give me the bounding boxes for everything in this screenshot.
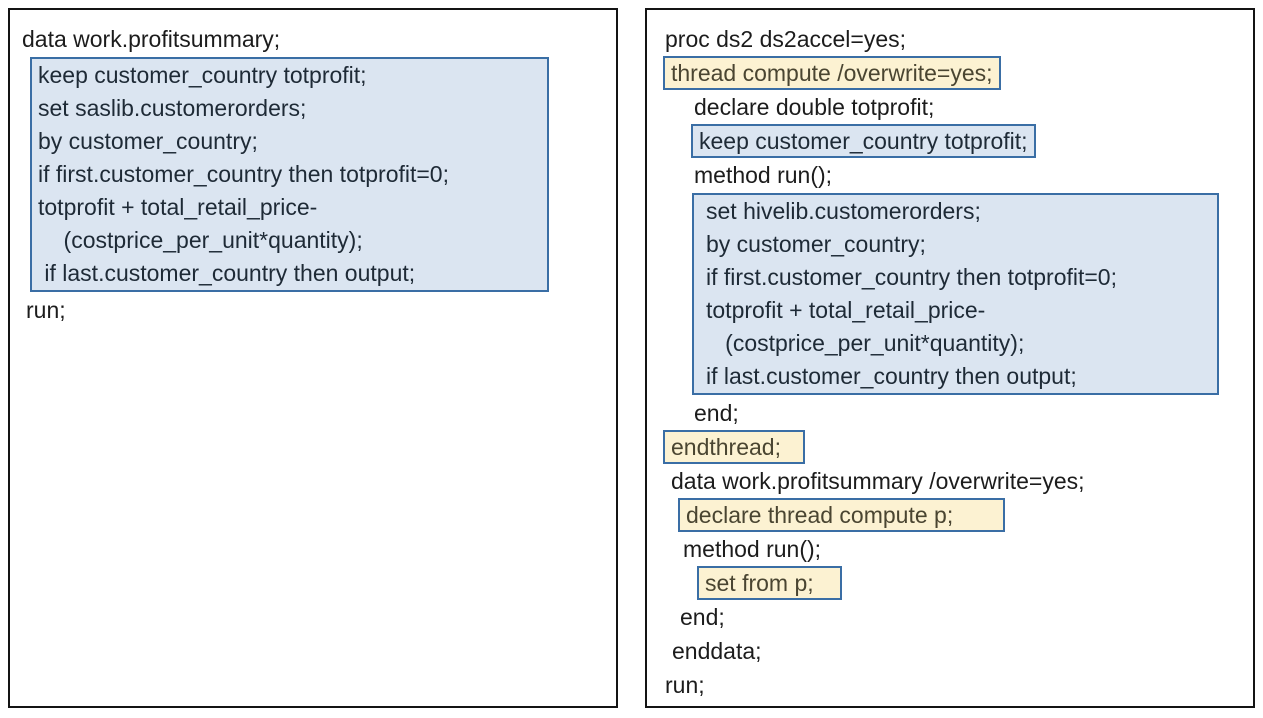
code-line-method-statement: method run(); [683,536,822,562]
code-line: if first.customer_country then totprofit… [38,161,449,187]
code-line-end-statement: end; [694,400,739,426]
code-line: if last.customer_country then output; [706,363,1077,389]
code-line: by customer_country; [38,128,258,154]
code-line-data-statement: data work.profitsummary; [22,26,281,52]
yellow-highlight-thread: thread compute /overwrite=yes; [663,56,1001,90]
code-line: declare thread compute p; [678,498,1253,532]
code-line: thread compute /overwrite=yes; [663,56,1253,90]
proc-ds2-panel: proc ds2 ds2accel=yes; thread compute /o… [645,8,1255,708]
code-line: totprofit + total_retail_price- [706,297,986,323]
code-line-run-statement: run; [665,672,705,698]
code-line: set saslib.customerorders; [38,95,307,121]
yellow-highlight-set-from: set from p; [697,566,842,600]
code-line-run-statement: run; [26,297,66,323]
blue-highlight-block: set hivelib.customerorders; by customer_… [692,193,1219,395]
code-line-proc-statement: proc ds2 ds2accel=yes; [665,26,906,52]
code-line: set from p; [697,566,1253,600]
code-line: endthread; [663,430,1253,464]
code-line-enddata-statement: enddata; [672,638,762,664]
code-line: keep customer_country totprofit; [691,124,1253,158]
blue-highlight-block: keep customer_country totprofit; set sas… [30,57,549,292]
left-panel-content: data work.profitsummary; keep customer_c… [10,10,616,327]
code-line: (costprice_per_unit*quantity); [706,330,1025,356]
code-line: if last.customer_country then output; [38,260,416,286]
code-line: (costprice_per_unit*quantity); [38,227,363,253]
code-line-data-statement: data work.profitsummary /overwrite=yes; [671,468,1085,494]
code-line: if first.customer_country then totprofit… [706,264,1117,290]
sas-data-step-panel: data work.profitsummary; keep customer_c… [8,8,618,708]
code-line: set hivelib.customerorders; [706,198,981,224]
code-line-end-statement: end; [680,604,725,630]
yellow-highlight-declare-thread: declare thread compute p; [678,498,1005,532]
code-line: declare double totprofit; [694,94,935,120]
blue-highlight-keep: keep customer_country totprofit; [691,124,1036,158]
right-panel-content: proc ds2 ds2accel=yes; thread compute /o… [647,10,1253,702]
code-line-method-statement: method run(); [694,162,833,188]
code-line: totprofit + total_retail_price- [38,194,318,220]
code-line: keep customer_country totprofit; [38,62,367,88]
yellow-highlight-endthread: endthread; [663,430,805,464]
code-line: by customer_country; [706,231,926,257]
